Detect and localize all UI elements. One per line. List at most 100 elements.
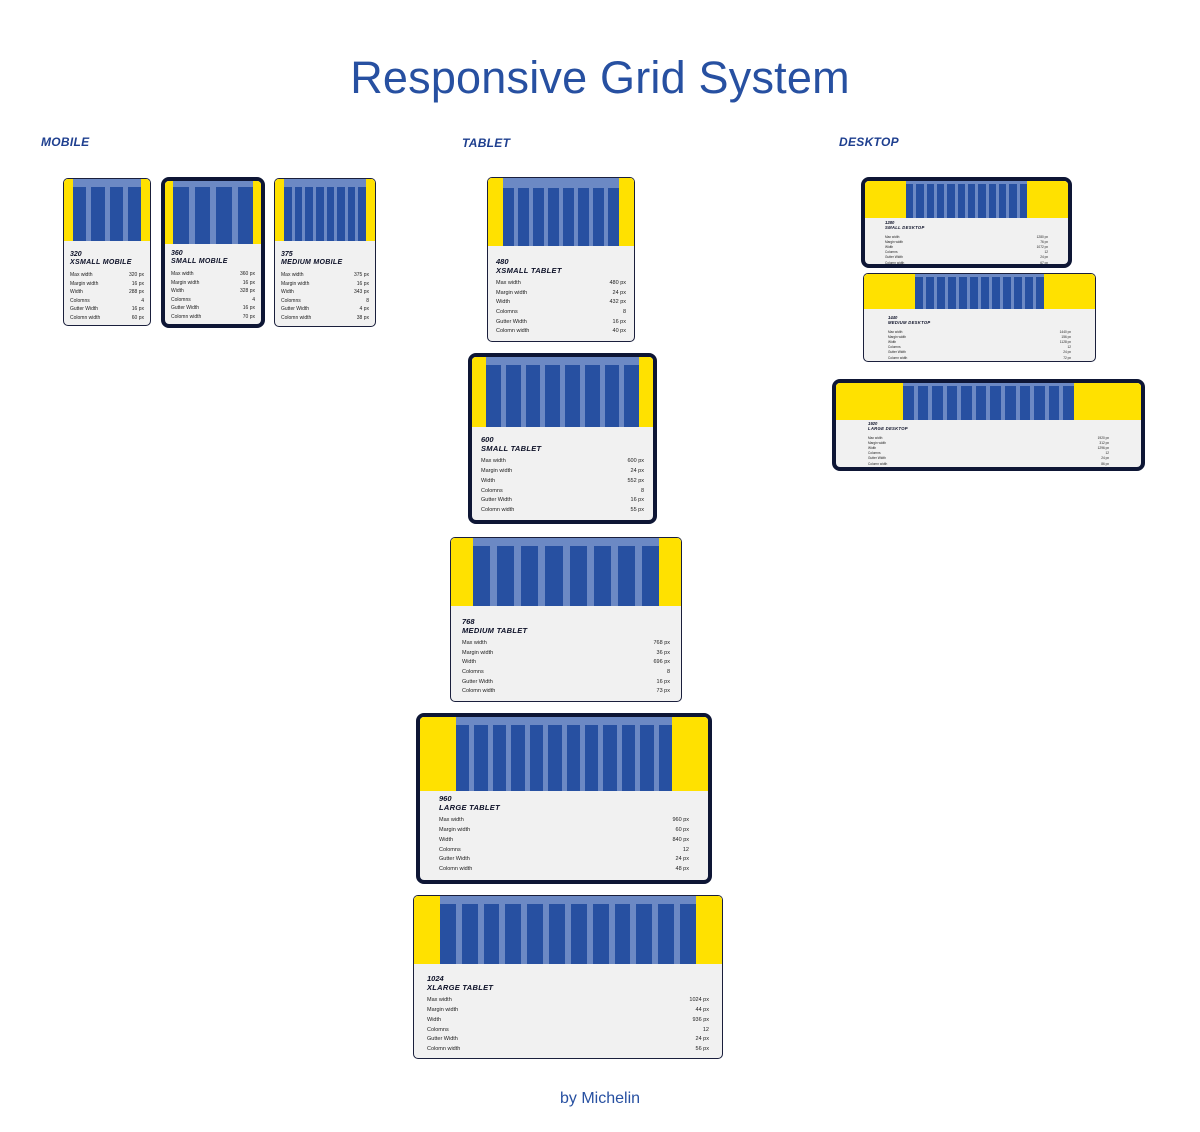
spec-value: 67 px — [1040, 260, 1048, 265]
grid-column — [617, 546, 635, 606]
grid-column — [284, 187, 292, 241]
grid-preview — [275, 179, 375, 241]
grid-column — [959, 277, 967, 309]
grid-column — [91, 187, 105, 241]
spec-label: Max width — [481, 458, 506, 465]
grid-column — [990, 386, 1002, 420]
margin-right — [659, 538, 681, 606]
grid-column — [173, 187, 189, 244]
spec-label: Colomns — [885, 250, 898, 255]
spec-label: Max width — [462, 640, 487, 647]
spec-label: Width — [462, 659, 477, 666]
spec-label: Margin width — [462, 649, 494, 656]
spec-label: Width — [427, 1016, 442, 1023]
spec-value: 1128 px — [1059, 340, 1071, 345]
grid-column — [937, 277, 945, 309]
grid-column — [529, 725, 544, 791]
spec-value: 12 — [702, 1026, 709, 1033]
spec-label: Colomns — [496, 309, 518, 316]
grid-column — [636, 904, 653, 964]
spec-value: 8 — [666, 669, 670, 676]
spec-value: 24 px — [1101, 456, 1109, 461]
grid-column — [915, 277, 923, 309]
column-grid — [173, 181, 253, 244]
breakpoint-name: SMALL MOBILE — [171, 258, 228, 266]
spec-value: 12 — [682, 846, 689, 853]
grid-column — [1009, 184, 1017, 218]
grid-column — [127, 187, 141, 241]
grid-column — [988, 184, 996, 218]
grid-column — [1003, 277, 1011, 309]
spec-label: Margin width — [885, 239, 904, 244]
grid-column — [917, 386, 929, 420]
spec-value: 1920 px — [1097, 435, 1109, 440]
spec-value: 375 px — [353, 272, 369, 279]
spec-label: Colomn width — [868, 461, 888, 466]
grid-column — [1048, 386, 1060, 420]
spec-value: 70 px — [242, 314, 255, 321]
spec-value: 24 px — [1063, 350, 1071, 355]
grid-preview — [836, 383, 1141, 420]
spec-label: Width — [281, 289, 294, 296]
column-grid — [903, 383, 1074, 420]
grid-column — [358, 187, 366, 241]
spec-value: 768 px — [653, 640, 670, 647]
margin-left — [864, 274, 915, 309]
grid-column — [621, 725, 636, 791]
breakpoint-name: LARGE DESKTOP — [868, 425, 908, 431]
spec-label: Max width — [868, 435, 883, 440]
spec-label: Max width — [888, 329, 903, 334]
spec-label: Margin width — [868, 440, 887, 445]
spec-value: 1440 px — [1059, 329, 1071, 334]
grid-column — [906, 184, 914, 218]
spec-value: 1296 px — [1097, 446, 1109, 451]
margin-left — [451, 538, 473, 606]
spec-value: 24 px — [675, 856, 689, 863]
margin-left — [865, 181, 906, 218]
grid-column — [440, 904, 456, 964]
spec-label: Colomns — [70, 297, 90, 304]
spec-label: Gutter Width — [70, 306, 99, 313]
column-grid — [503, 178, 619, 246]
grid-column — [456, 725, 470, 791]
grid-column — [975, 386, 987, 420]
margin-left — [165, 181, 173, 244]
spec-value: 360 px — [239, 271, 255, 278]
column-grid — [486, 357, 639, 427]
spec-row-max-width: Max width 1920 px — [868, 436, 1109, 441]
grid-preview — [864, 274, 1095, 309]
spec-value: 44 px — [695, 1007, 709, 1014]
grid-column — [947, 184, 955, 218]
grid-column — [548, 725, 562, 791]
spec-label: Width — [439, 836, 454, 843]
spec-value: 1072 px — [1036, 245, 1048, 250]
spec-value: 16 px — [656, 678, 670, 685]
grid-column — [593, 546, 611, 606]
margin-right — [672, 717, 708, 791]
spec-label: Colomns — [462, 669, 484, 676]
spec-value: 86 px — [1101, 461, 1109, 466]
spec-value: 24 px — [630, 468, 644, 475]
grid-preview — [488, 178, 634, 246]
spec-label: Margin width — [439, 827, 471, 834]
grid-column — [593, 188, 604, 246]
column-grid — [906, 181, 1027, 218]
spec-value: 60 px — [131, 315, 144, 322]
spec-label: Colomns — [281, 297, 301, 304]
breakpoint-value: 360 — [171, 250, 183, 257]
